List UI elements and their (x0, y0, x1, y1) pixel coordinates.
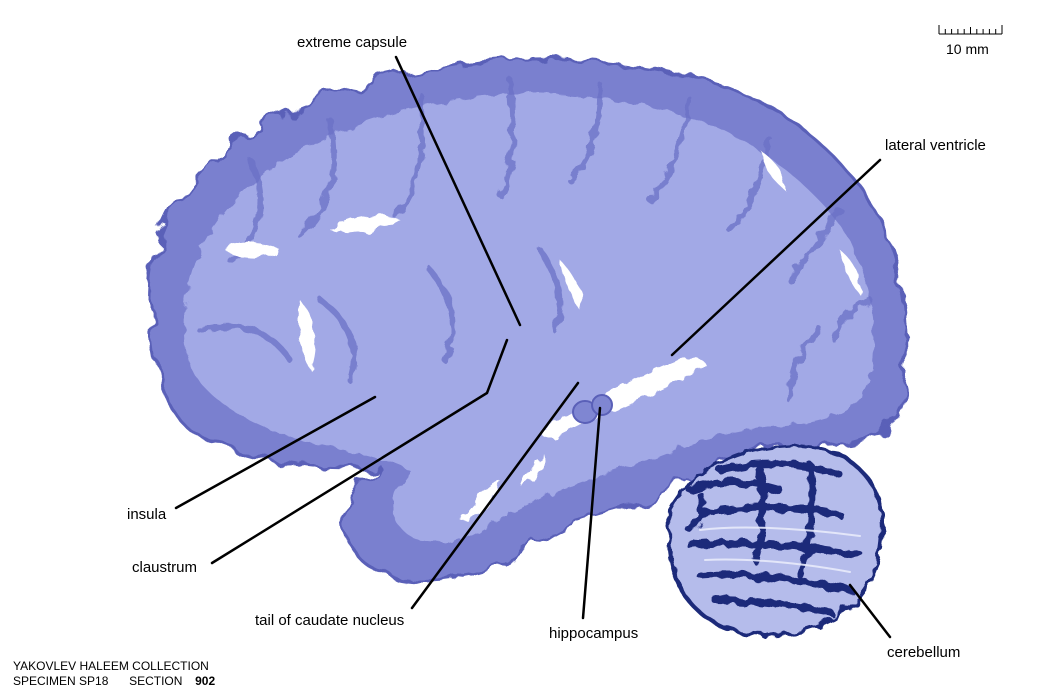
scale-bar (938, 25, 1003, 35)
label-claustrum: claustrum (132, 559, 198, 576)
leader-line-extreme-capsule (394, 55, 522, 327)
leader-line-claustrum (210, 338, 509, 565)
credit-specimen-line: SPECIMEN SP18 SECTION 902 (13, 674, 215, 688)
credit-collection: YAKOVLEV HALEEM COLLECTION (13, 659, 209, 673)
label-lateral-ventricle: lateral ventricle (885, 137, 986, 154)
leader-line-cerebellum (848, 583, 892, 639)
label-extreme-capsule: extreme capsule (297, 34, 408, 51)
label-cerebellum: cerebellum (887, 644, 961, 661)
leader-lines (174, 55, 892, 639)
cerebrum-tissue (148, 57, 908, 582)
leader-line-tail-of-caudate (410, 381, 580, 610)
scale-bar-label: 10 mm (946, 41, 989, 57)
credit-specimen-label: SPECIMEN (13, 674, 76, 688)
leader-line-lateral-ventricle (670, 158, 882, 357)
label-tail-of-caudate-nucleus: tail of caudate nucleus (255, 612, 405, 629)
label-hippocampus: hippocampus (549, 625, 639, 642)
leader-line-insula (174, 395, 377, 510)
cerebellum-tissue (667, 442, 885, 637)
credit-specimen: SP18 (79, 674, 109, 688)
label-insula: insula (127, 506, 167, 523)
leader-line-hippocampus (581, 406, 602, 620)
credit-section: 902 (195, 674, 216, 688)
credit-section-label: SECTION (129, 674, 183, 688)
